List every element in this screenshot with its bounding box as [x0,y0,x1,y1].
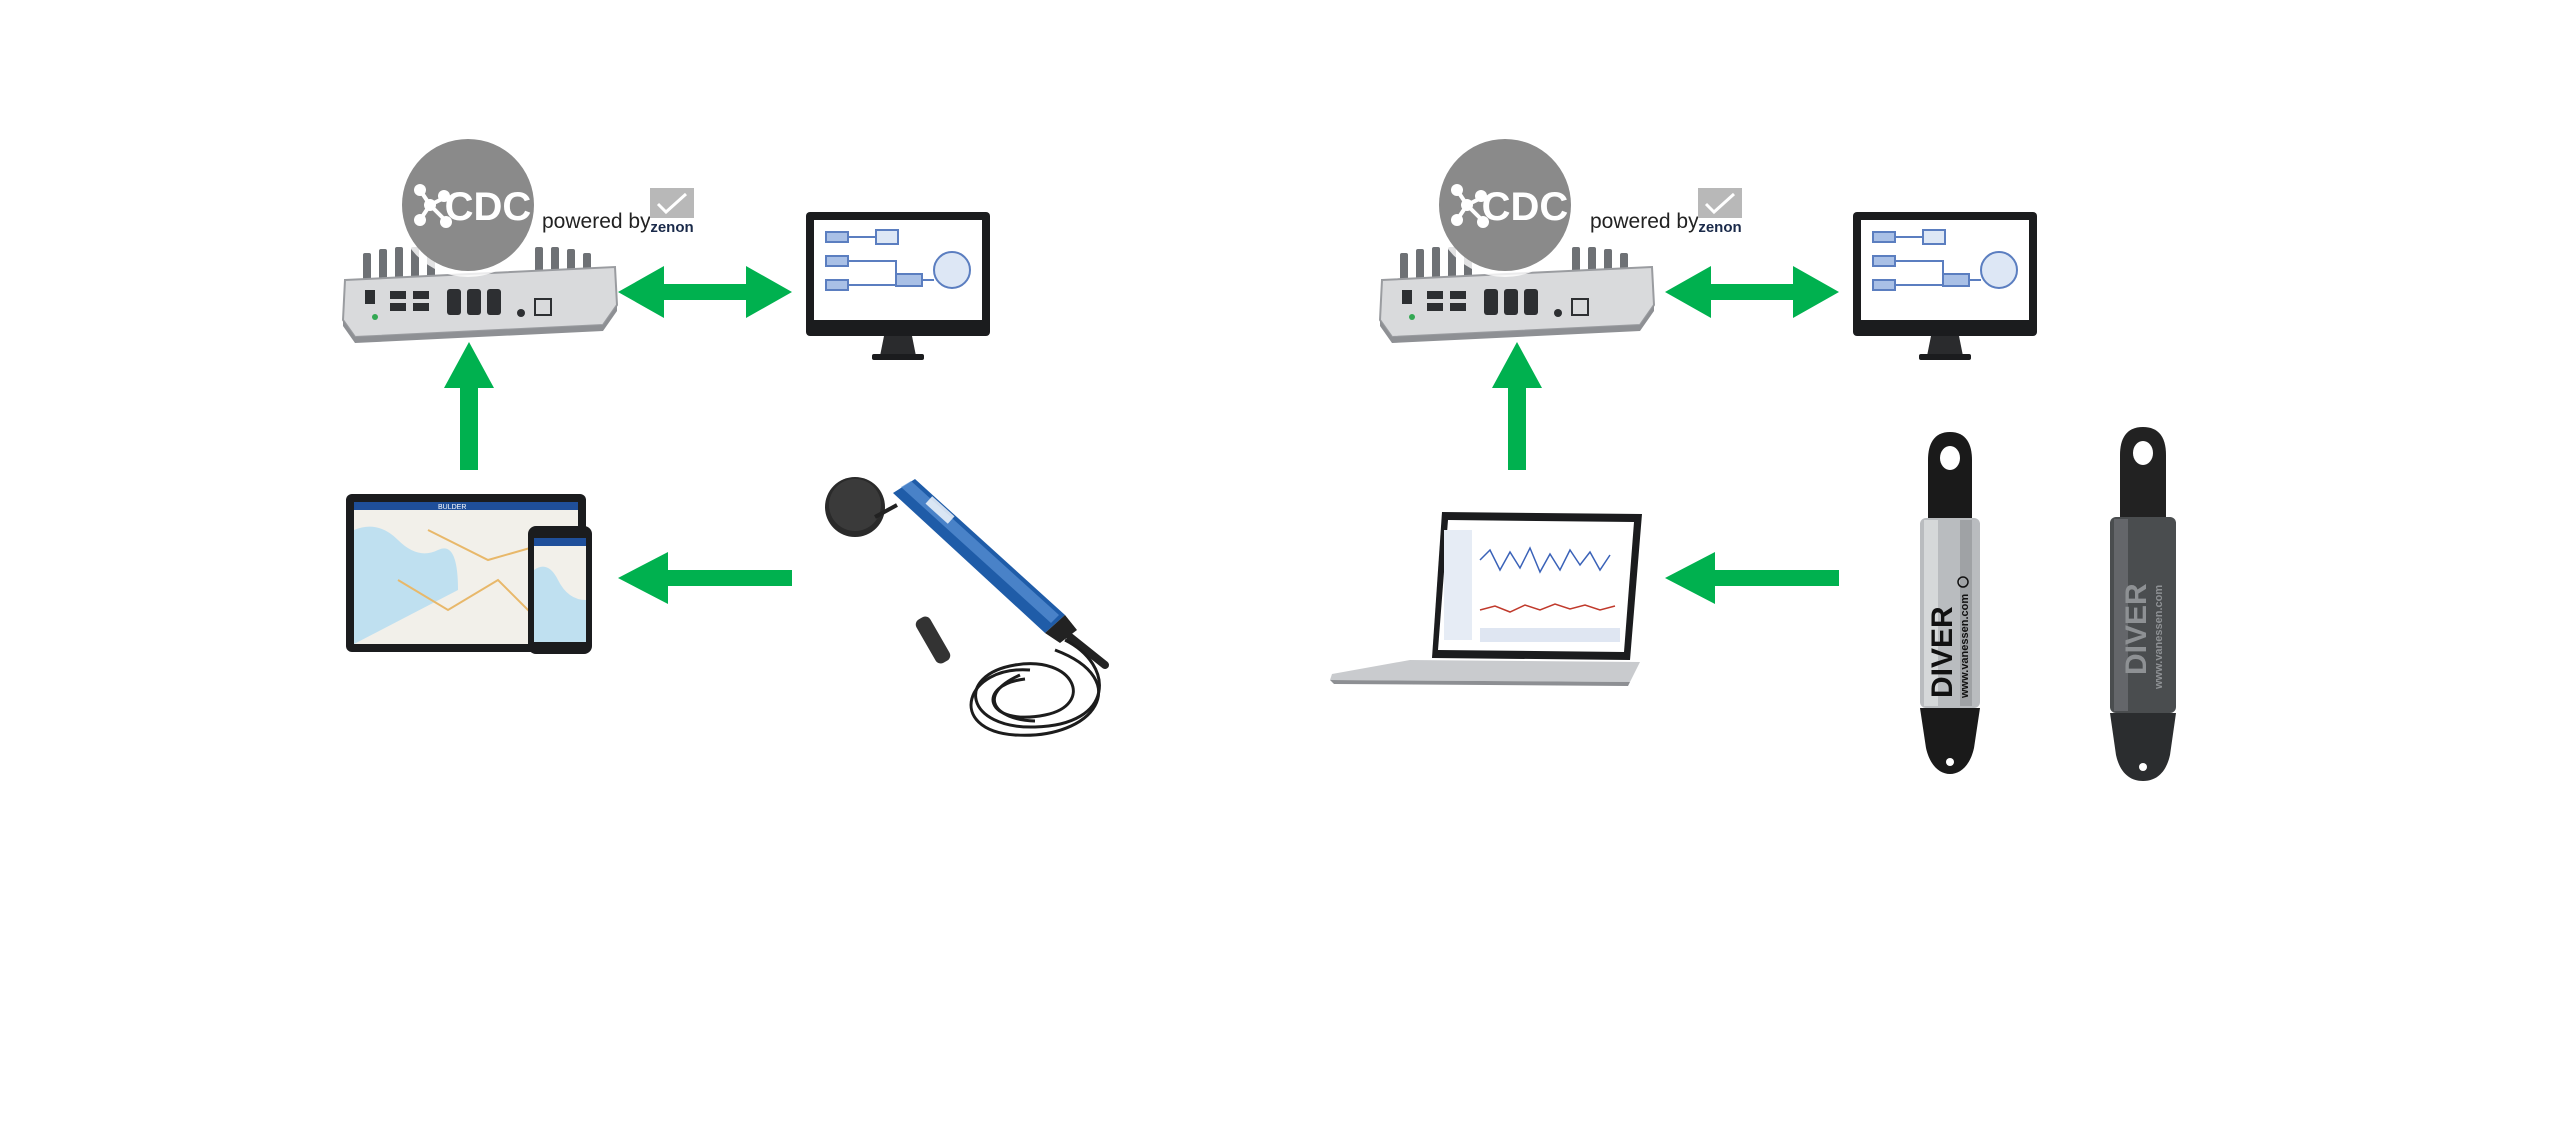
cdc-label-left: CDC [445,185,532,229]
powered-by-right: powered by [1590,210,1699,233]
edge-computer-right [1378,247,1656,343]
zenon-logo-right: zenon [1698,188,1742,234]
up-arrow-left [444,342,494,470]
cdc-logo-left: CDC [396,133,540,277]
left-arrow-left [618,552,792,604]
network-nodes-icon [1451,184,1489,228]
double-arrow-right [1665,266,1839,318]
zenon-brand-left: zenon [650,219,693,234]
dark-diver-brand: DIVER [2120,583,2153,675]
scada-monitor-right [1853,212,2037,360]
multiparameter-probe [825,477,1109,737]
cdc-label-right: CDC [1482,185,1569,229]
up-arrow-right [1492,342,1542,470]
silver-diver-url: www.vanessen.com [1959,594,1971,699]
network-nodes-icon [414,184,452,228]
edge-computer-left [341,247,619,343]
map-header-label: BULDER [438,504,466,511]
dark-diver-url: www.vanessen.com [2153,585,2165,690]
powered-by-left: powered by [542,210,651,233]
tablet-phone-map: BULDER [346,494,592,654]
silver-diver-brand: DIVER [1926,606,1959,698]
zenon-logo-left: zenon [650,188,694,234]
silver-diver-logger: DIVER www.vanessen.com [1920,432,1980,774]
zenon-brand-right: zenon [1698,219,1741,234]
laptop-chart [1330,512,1642,686]
dark-diver-logger: DIVER www.vanessen.com [2110,427,2176,781]
left-arrow-right [1665,552,1839,604]
scada-monitor-left [806,212,990,360]
double-arrow-left [618,266,792,318]
cdc-logo-right: CDC [1433,133,1577,277]
